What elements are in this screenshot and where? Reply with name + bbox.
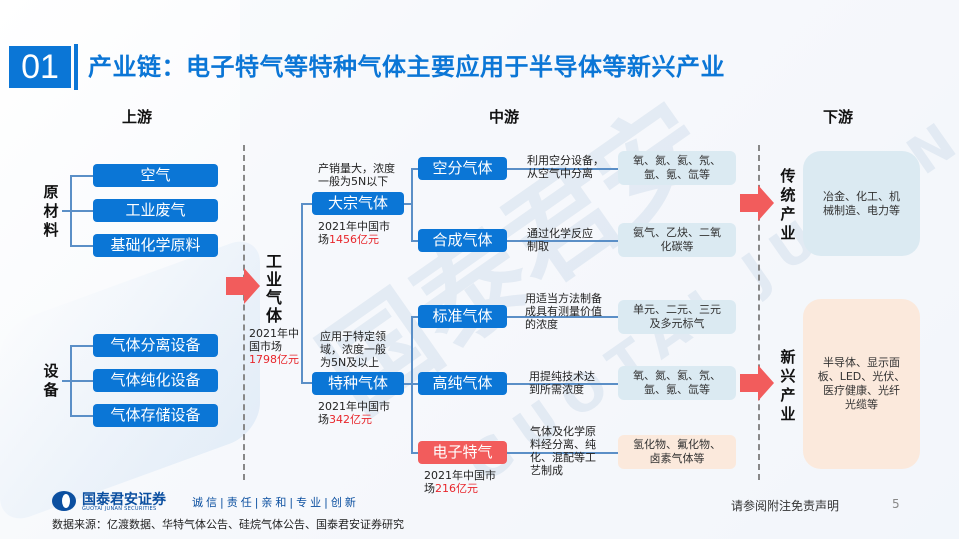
standard-gas-box: 标准气体 [418,305,507,328]
data-source: 数据来源：亿渡数据、华特气体公告、硅烷气体公告、国泰君安证券研究 [52,518,404,531]
connector [507,316,623,318]
standard-gas-method: 用适当方法制备 成具有测量价值 的浓度 [525,292,602,331]
connector [411,452,419,454]
connector [70,345,94,347]
connector [404,203,412,205]
standard-gas-products: 单元、二元、三元及多元标气 [618,300,736,334]
equipment-gas-storage: 气体存储设备 [93,404,218,427]
flow-arrow-icon [740,365,774,401]
connector [70,380,94,382]
page-title: 产业链：电子特气等特种气体主要应用于半导体等新兴产业 [88,53,725,81]
page-number: 5 [892,497,900,511]
raw-materials-bracket-stub [62,210,71,212]
upstream-heading: 上游 [122,108,153,126]
divider-upstream-midstream [243,145,245,480]
flow-arrow-icon [740,185,774,221]
connector [411,240,419,242]
company-motto: 诚信|责任|亲和|专业|创新 [192,496,359,509]
connector [70,210,94,212]
equipment-bracket-stub [62,380,71,382]
connector [507,452,623,454]
bulk-gas-box: 大宗气体 [312,192,404,215]
electronic-gas-method: 气体及化学原 料经分离、纯 化、混配等工 艺制成 [530,425,596,477]
industrial-gas-label: 工 业 气 体 [265,252,282,325]
synthetic-gas-products: 氨气、乙炔、二氧化碳等 [618,223,736,257]
raw-material-air: 空气 [93,164,218,187]
air-separation-products: 氧、氮、氦、氖、氩、氪、氙等 [618,151,736,185]
connector [507,168,623,170]
equipment-gas-purification: 气体纯化设备 [93,369,218,392]
raw-materials-label: 原 材 料 [43,183,59,239]
connector [301,382,313,384]
connector [70,415,94,417]
industrial-gas-market: 2021年中 国市场 1798亿元 [249,327,299,366]
equipment-label: 设 备 [43,362,59,399]
disclaimer: 请参阅附注免责声明 [731,499,840,513]
logo-name: 国泰君安证券 [82,492,166,508]
traditional-industry-box: 冶金、化工、机械制造、电力等 [803,151,920,256]
high-purity-gas-method: 用提纯技术达 到所需浓度 [529,370,595,396]
bulk-gas-branch [411,168,413,241]
flow-arrow-icon [226,268,260,304]
connector [301,203,313,205]
specialty-gas-box: 特种气体 [312,372,404,395]
emerging-industry-box: 半导体、显示面 板、LED、光伏、 医疗健康、光纤 光缆等 [803,299,920,469]
connector [404,383,412,385]
specialty-gas-description: 应用于特定领 域，浓度一般 为5N及以上 [320,330,386,369]
specialty-gas-market: 2021年中国市 场342亿元 [318,400,390,426]
emerging-industry-label: 新 兴 产 业 [780,348,796,423]
synthetic-gas-method: 通过化学反应 制取 [527,227,593,253]
divider-midstream-downstream [758,145,760,480]
connector [507,383,623,385]
connector [411,168,419,170]
electronic-gas-products: 氢化物、氟化物、卤素气体等 [618,435,736,469]
equipment-gas-separation: 气体分离设备 [93,334,218,357]
raw-material-industrial-waste-gas: 工业废气 [93,199,218,222]
connector [70,175,94,177]
downstream-heading: 下游 [823,108,854,126]
logo-english: GUOTAI JUNAN SECURITIES [82,506,157,512]
high-purity-gas-products: 氧、氮、氦、氖、氩、氪、氙等 [618,366,736,400]
connector [507,240,623,242]
synthetic-gas-box: 合成气体 [418,229,507,252]
connector [70,245,94,247]
bulk-gas-market: 2021年中国市 场1456亿元 [318,220,390,246]
electronic-specialty-gas-box: 电子特气 [418,441,507,464]
bulk-gas-description: 产销量大，浓度 一般为5N以下 [318,162,395,188]
air-separation-gas-box: 空分气体 [418,157,507,180]
connector [411,383,419,385]
high-purity-gas-box: 高纯气体 [418,372,507,395]
logo-icon-inner [62,494,70,508]
electronic-gas-market: 2021年中国市 场216亿元 [424,469,496,495]
midstream-heading: 中游 [489,108,520,126]
title-divider [74,44,78,90]
midstream-trunk [301,203,303,383]
air-separation-method: 利用空分设备， 从空气中分离 [527,154,604,180]
raw-material-basic-chemicals: 基础化学原料 [93,234,218,257]
traditional-industry-label: 传 统 产 业 [780,167,796,242]
section-number: 01 [9,46,71,88]
connector [411,316,419,318]
